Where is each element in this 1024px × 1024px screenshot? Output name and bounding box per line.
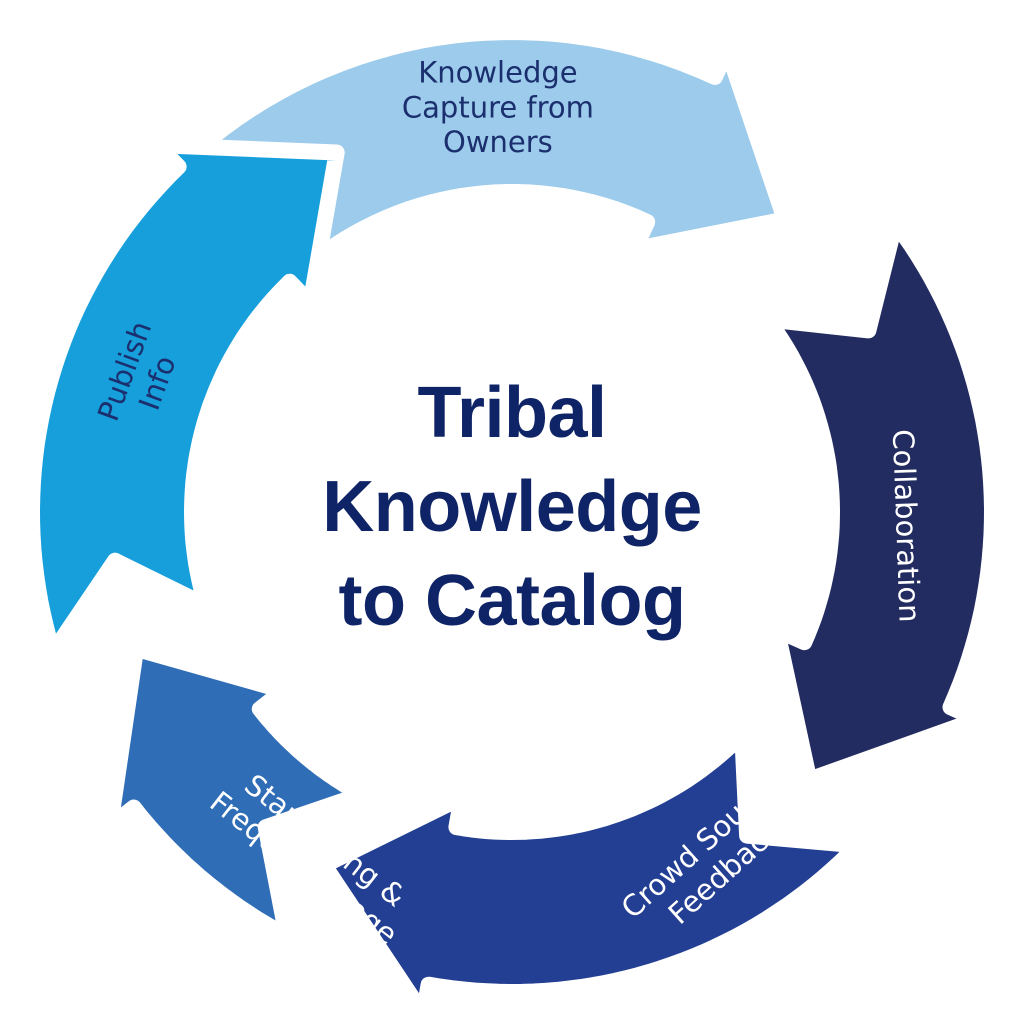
segment-label-line: Owners bbox=[443, 125, 553, 159]
segment-label-collaboration: Collaboration bbox=[886, 429, 927, 623]
segment-label-line: Capture from bbox=[402, 90, 594, 124]
arrow-star bbox=[102, 640, 370, 944]
cycle-segment-crowd: Crowd SourceFeedback bbox=[316, 726, 866, 1023]
arrow-collaboration bbox=[759, 215, 1000, 788]
center-title-line-2: Knowledge bbox=[322, 467, 702, 547]
center-title-line-3: to Catalog bbox=[338, 561, 686, 641]
center-title: Tribal Knowledge to Catalog bbox=[262, 352, 762, 662]
cycle-segment-publish: PublishInfo bbox=[24, 137, 345, 661]
arrow-publish bbox=[24, 137, 345, 661]
cycle-segment-collaboration: Collaboration bbox=[759, 215, 1000, 788]
center-title-line-1: Tribal bbox=[417, 373, 607, 453]
segment-label-line: Collaboration bbox=[886, 429, 927, 623]
cycle-segment-star: Star Rating &Frequent Usage bbox=[102, 640, 412, 951]
segment-label-line: Knowledge bbox=[418, 56, 577, 90]
arrow-crowd bbox=[316, 726, 866, 1023]
